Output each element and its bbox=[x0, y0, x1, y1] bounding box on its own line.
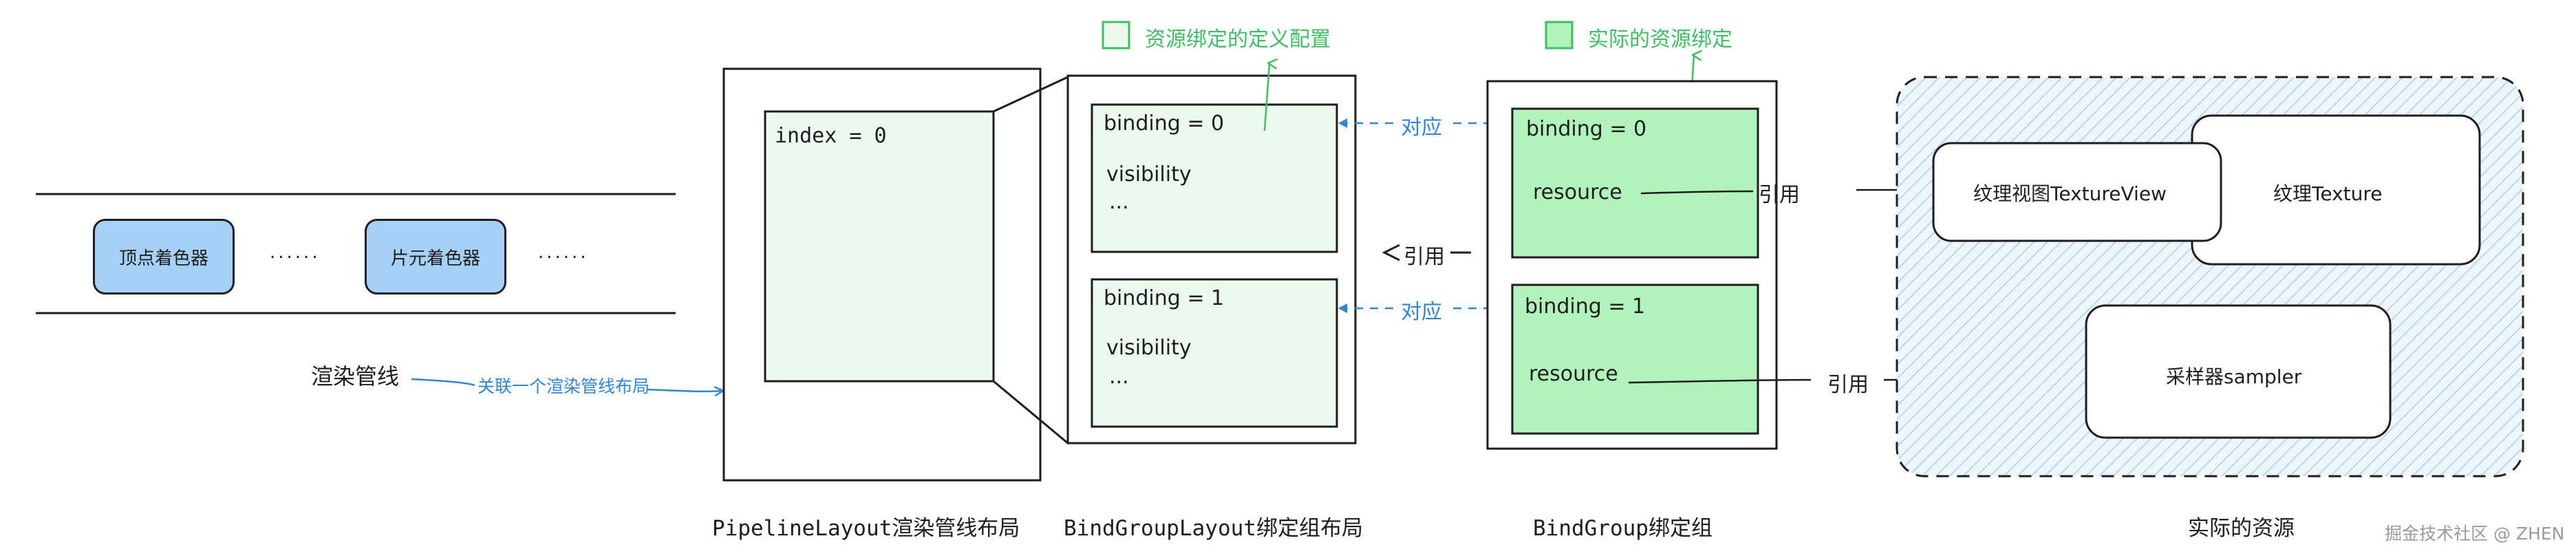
fragment-shader-node: 片元着色器 bbox=[365, 219, 506, 295]
pipeline-layout-index-slot bbox=[764, 110, 995, 383]
expand-line-bottom bbox=[993, 380, 1069, 445]
sampler-card bbox=[2085, 304, 2392, 439]
definition-legend-arrow bbox=[1263, 63, 1269, 131]
bind-group-entry-1-box bbox=[1511, 284, 1759, 435]
pipeline-layout-index: index = 0 bbox=[775, 124, 887, 148]
watermark: 掘金技术社区 @ ZHEN bbox=[2385, 524, 2565, 544]
sampler-label: 采样器sampler bbox=[2166, 365, 2302, 388]
bind-group-caption: BindGroup绑定组 bbox=[1533, 516, 1713, 541]
pipeline-ellipsis-1: ...... bbox=[270, 242, 321, 263]
legend-actual-label: 实际的资源绑定 bbox=[1588, 28, 1732, 52]
texture-view-card bbox=[1932, 142, 2222, 242]
bind-group-layout-entry-0-box bbox=[1091, 103, 1338, 253]
vertex-shader-label: 顶点着色器 bbox=[118, 248, 208, 269]
pipeline-ellipsis-2: ...... bbox=[538, 242, 589, 263]
bind-group-layout-caption: BindGroupLayout绑定组布局 bbox=[1064, 516, 1363, 541]
bgl-entry-0-binding: binding = 0 bbox=[1104, 111, 1225, 136]
texture-label: 纹理Texture bbox=[2273, 182, 2383, 205]
expand-line-top bbox=[993, 76, 1069, 113]
actual-resources-caption: 实际的资源 bbox=[2188, 516, 2295, 541]
render-pipeline-label: 渲染管线 bbox=[311, 363, 400, 389]
associate-label: 关联一个渲染管线布局 bbox=[477, 376, 650, 396]
bg-entry-0-resource: resource bbox=[1533, 180, 1622, 204]
reference-label-resource-1: 引用 bbox=[1827, 373, 1869, 397]
bg-entry-0-binding: binding = 0 bbox=[1526, 117, 1647, 141]
pair-label-0: 对应 bbox=[1401, 116, 1442, 140]
texture-view-label: 纹理视图TextureView bbox=[1973, 182, 2167, 205]
fragment-shader-label: 片元着色器 bbox=[390, 248, 480, 269]
associate-arrow bbox=[411, 378, 722, 392]
reference-label-layout: 引用 bbox=[1404, 245, 1445, 269]
pipeline-layout-caption: PipelineLayout渲染管线布局 bbox=[712, 516, 1020, 541]
bg-entry-1-binding: binding = 1 bbox=[1525, 295, 1646, 319]
bgl-entry-0-visibility: visibility bbox=[1106, 162, 1192, 186]
bgl-entry-1-binding: binding = 1 bbox=[1104, 286, 1225, 310]
reference-label-resource-0: 引用 bbox=[1759, 183, 1800, 207]
pair-label-1: 对应 bbox=[1401, 300, 1442, 324]
legend-swatch-definition bbox=[1102, 21, 1130, 50]
bg-entry-1-resource: resource bbox=[1529, 362, 1618, 386]
bind-group-layout-entry-1-box bbox=[1091, 278, 1338, 428]
legend-swatch-actual bbox=[1545, 21, 1574, 50]
legend-definition-label: 资源绑定的定义配置 bbox=[1145, 28, 1331, 52]
bind-group-entry-0-box bbox=[1511, 107, 1759, 259]
bgl-entry-0-more: ... bbox=[1109, 190, 1129, 214]
bgl-entry-1-visibility: visibility bbox=[1106, 336, 1192, 360]
bgl-entry-1-more: ... bbox=[1109, 365, 1129, 389]
reference-arrow-head bbox=[1382, 244, 1400, 261]
vertex-shader-node: 顶点着色器 bbox=[93, 219, 235, 295]
